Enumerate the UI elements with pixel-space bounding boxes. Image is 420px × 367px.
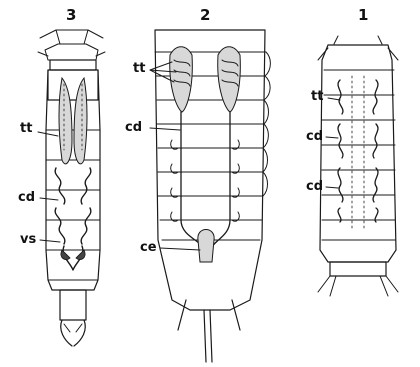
panel-2-label-ce: ce (140, 240, 157, 255)
panel-1-label-tt: tt (311, 89, 323, 104)
panel-2-label-tt: tt (133, 61, 145, 76)
panel-3-label-vs: vs (20, 232, 36, 247)
panel-3-label-tt: tt (20, 121, 32, 136)
panel-3-number: 3 (66, 6, 76, 24)
panel-2-ce-leader (160, 248, 200, 250)
panel-2: 2 (125, 6, 270, 362)
panel-1-cd-leader-upper (326, 137, 338, 138)
panel-3-specimen-drawing (38, 30, 105, 346)
panel-2-number: 2 (200, 6, 210, 24)
panel-1-tt-leader (328, 98, 340, 100)
panel-3-label-cd: cd (18, 190, 35, 205)
panel-1-number: 1 (358, 6, 368, 24)
panel-3: 3 (18, 6, 105, 346)
panel-1-specimen-drawing (318, 36, 398, 296)
panel-3-tt-leader (38, 132, 58, 136)
panel-2-cd-leader (150, 128, 180, 130)
panel-1-label-cd-lower: cd (306, 179, 323, 194)
panel-3-cd-leader (40, 198, 58, 200)
panel-1-cd-leader-lower (326, 187, 338, 188)
panel-2-specimen-drawing (155, 30, 270, 362)
panel-1-label-cd-upper: cd (306, 129, 323, 144)
panel-3-vs-leader (40, 240, 60, 242)
panel-2-tt-leader-a (150, 62, 172, 70)
panel-2-label-cd: cd (125, 120, 142, 135)
panel-1: 1 (306, 6, 398, 296)
